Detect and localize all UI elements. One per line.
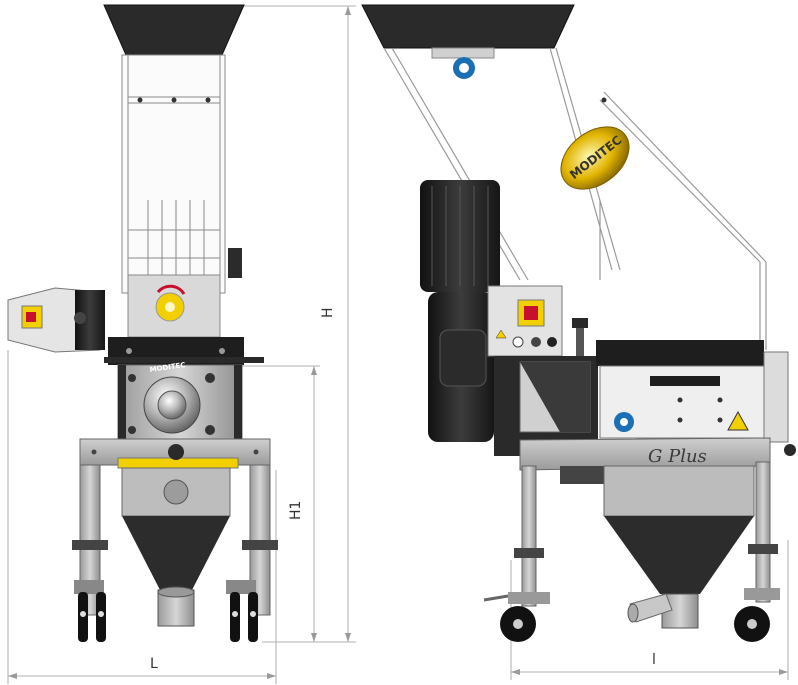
front-casters <box>74 580 258 642</box>
side-casters <box>483 588 780 642</box>
front-collection-cone <box>122 516 230 590</box>
side-logo-badge: MODITEC <box>560 126 630 190</box>
model-name: G Plus <box>648 446 707 467</box>
side-collection-bin <box>603 465 755 629</box>
front-cutting-chamber: MODITEC <box>117 361 243 440</box>
dimension-label-h: H <box>320 307 336 318</box>
side-cutting-chamber <box>494 340 789 456</box>
front-control-box <box>7 287 105 353</box>
side-view: MODITEC <box>361 4 796 642</box>
side-motor <box>420 180 500 442</box>
dimension-label-l-upper: L <box>150 656 158 672</box>
dimension-label-h1: H1 <box>288 501 304 520</box>
front-chute <box>121 54 226 294</box>
dimension-label-l-lower: l <box>652 652 656 668</box>
side-frame: G Plus <box>514 437 796 607</box>
side-hopper <box>361 4 575 49</box>
dimension-lines <box>7 5 789 684</box>
front-hopper <box>103 4 245 56</box>
side-control-panel <box>487 285 563 357</box>
warning-label-icon <box>727 410 749 431</box>
front-view: MODITEC <box>7 4 278 642</box>
